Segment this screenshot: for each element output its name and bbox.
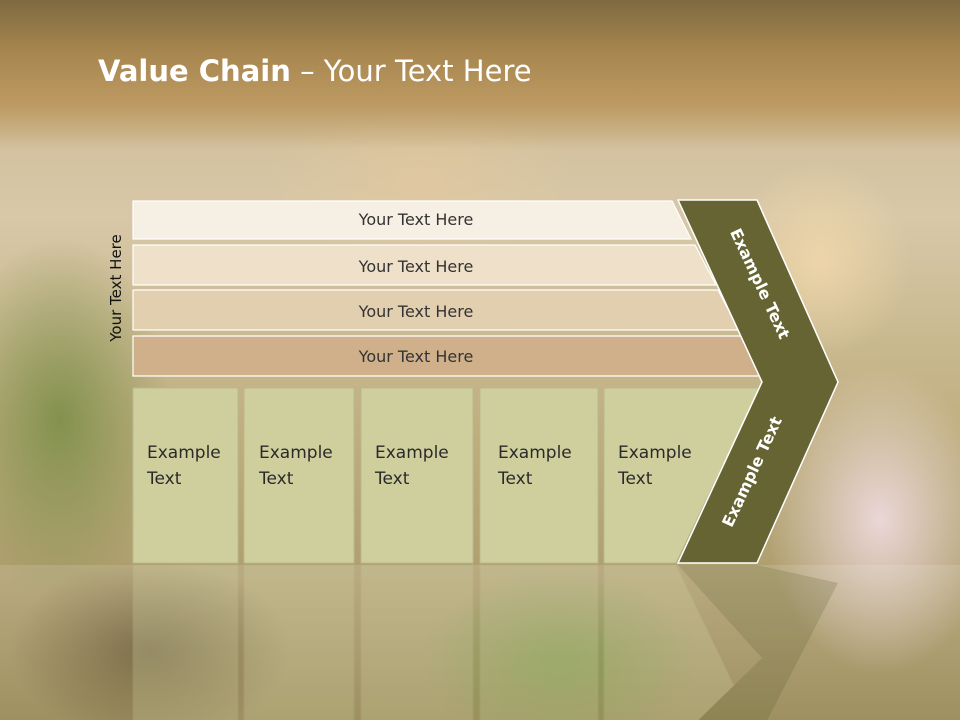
header-band <box>0 0 960 150</box>
title-rest: – Your Text Here <box>290 54 532 88</box>
reflect-cell-2 <box>243 564 355 720</box>
bar-2 <box>132 244 717 286</box>
cell-2-line1: Example <box>259 443 333 463</box>
bar-1-label: Your Text Here <box>358 210 474 229</box>
reflect-cell-3 <box>360 564 474 720</box>
reflect-cell-4 <box>479 564 599 720</box>
bar-4-label: Your Text Here <box>358 347 474 366</box>
cell-1-line2: Text <box>146 469 182 489</box>
title-bold: Value Chain <box>98 54 291 88</box>
cell-4-line2: Text <box>497 469 533 489</box>
chevron-arrow <box>676 199 839 564</box>
reflect-cell-5 <box>603 564 751 720</box>
cell-1 <box>132 387 239 564</box>
reflect-chevron <box>678 565 838 720</box>
cell-1-line1: Example <box>147 443 221 463</box>
reflect-cell-1 <box>132 564 239 720</box>
reflection-fade <box>0 565 960 720</box>
bar-3-label: Your Text Here <box>358 302 474 321</box>
diagram-reflection <box>132 564 838 720</box>
cell-3-line2: Text <box>374 469 410 489</box>
cell-4-line1: Example <box>498 443 572 463</box>
bar-2-label: Your Text Here <box>358 257 474 276</box>
cell-3 <box>360 387 474 564</box>
slide-title: Value Chain – Your Text Here <box>98 54 532 88</box>
cell-2 <box>243 387 355 564</box>
cell-5-line1: Example <box>618 443 692 463</box>
cell-3-line1: Example <box>375 443 449 463</box>
cell-2-line2: Text <box>258 469 294 489</box>
cell-5 <box>603 387 761 564</box>
bar-1 <box>132 200 692 240</box>
cell-5-line2: Text <box>617 469 653 489</box>
cell-4 <box>479 387 599 564</box>
